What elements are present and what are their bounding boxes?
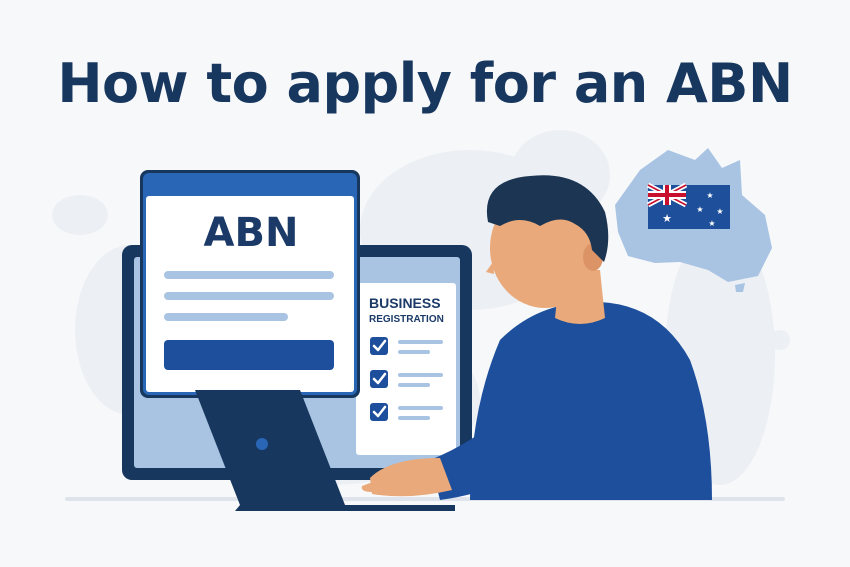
registration-title: BUSINESS REGISTRATION xyxy=(369,295,444,326)
checkbox-checked-icon xyxy=(370,337,388,355)
registration-panel xyxy=(356,283,456,455)
checkbox-checked-icon xyxy=(370,370,388,388)
svg-text:★: ★ xyxy=(706,191,713,200)
registration-title-line1: BUSINESS xyxy=(369,295,441,311)
abn-card-heading: ABN xyxy=(203,210,299,256)
page-title: How to apply for an ABN xyxy=(57,52,793,115)
person-figure xyxy=(361,175,712,500)
svg-text:★: ★ xyxy=(708,219,715,228)
laptop xyxy=(195,390,455,511)
australian-flag-icon: ★ ★ ★ ★ ★ xyxy=(646,182,730,229)
registration-title-line2: REGISTRATION xyxy=(369,314,444,326)
checkbox-checked-icon xyxy=(370,403,388,421)
svg-text:★: ★ xyxy=(662,212,672,225)
svg-text:★: ★ xyxy=(696,205,703,214)
svg-text:★: ★ xyxy=(716,207,723,216)
abn-form-card xyxy=(140,170,360,398)
